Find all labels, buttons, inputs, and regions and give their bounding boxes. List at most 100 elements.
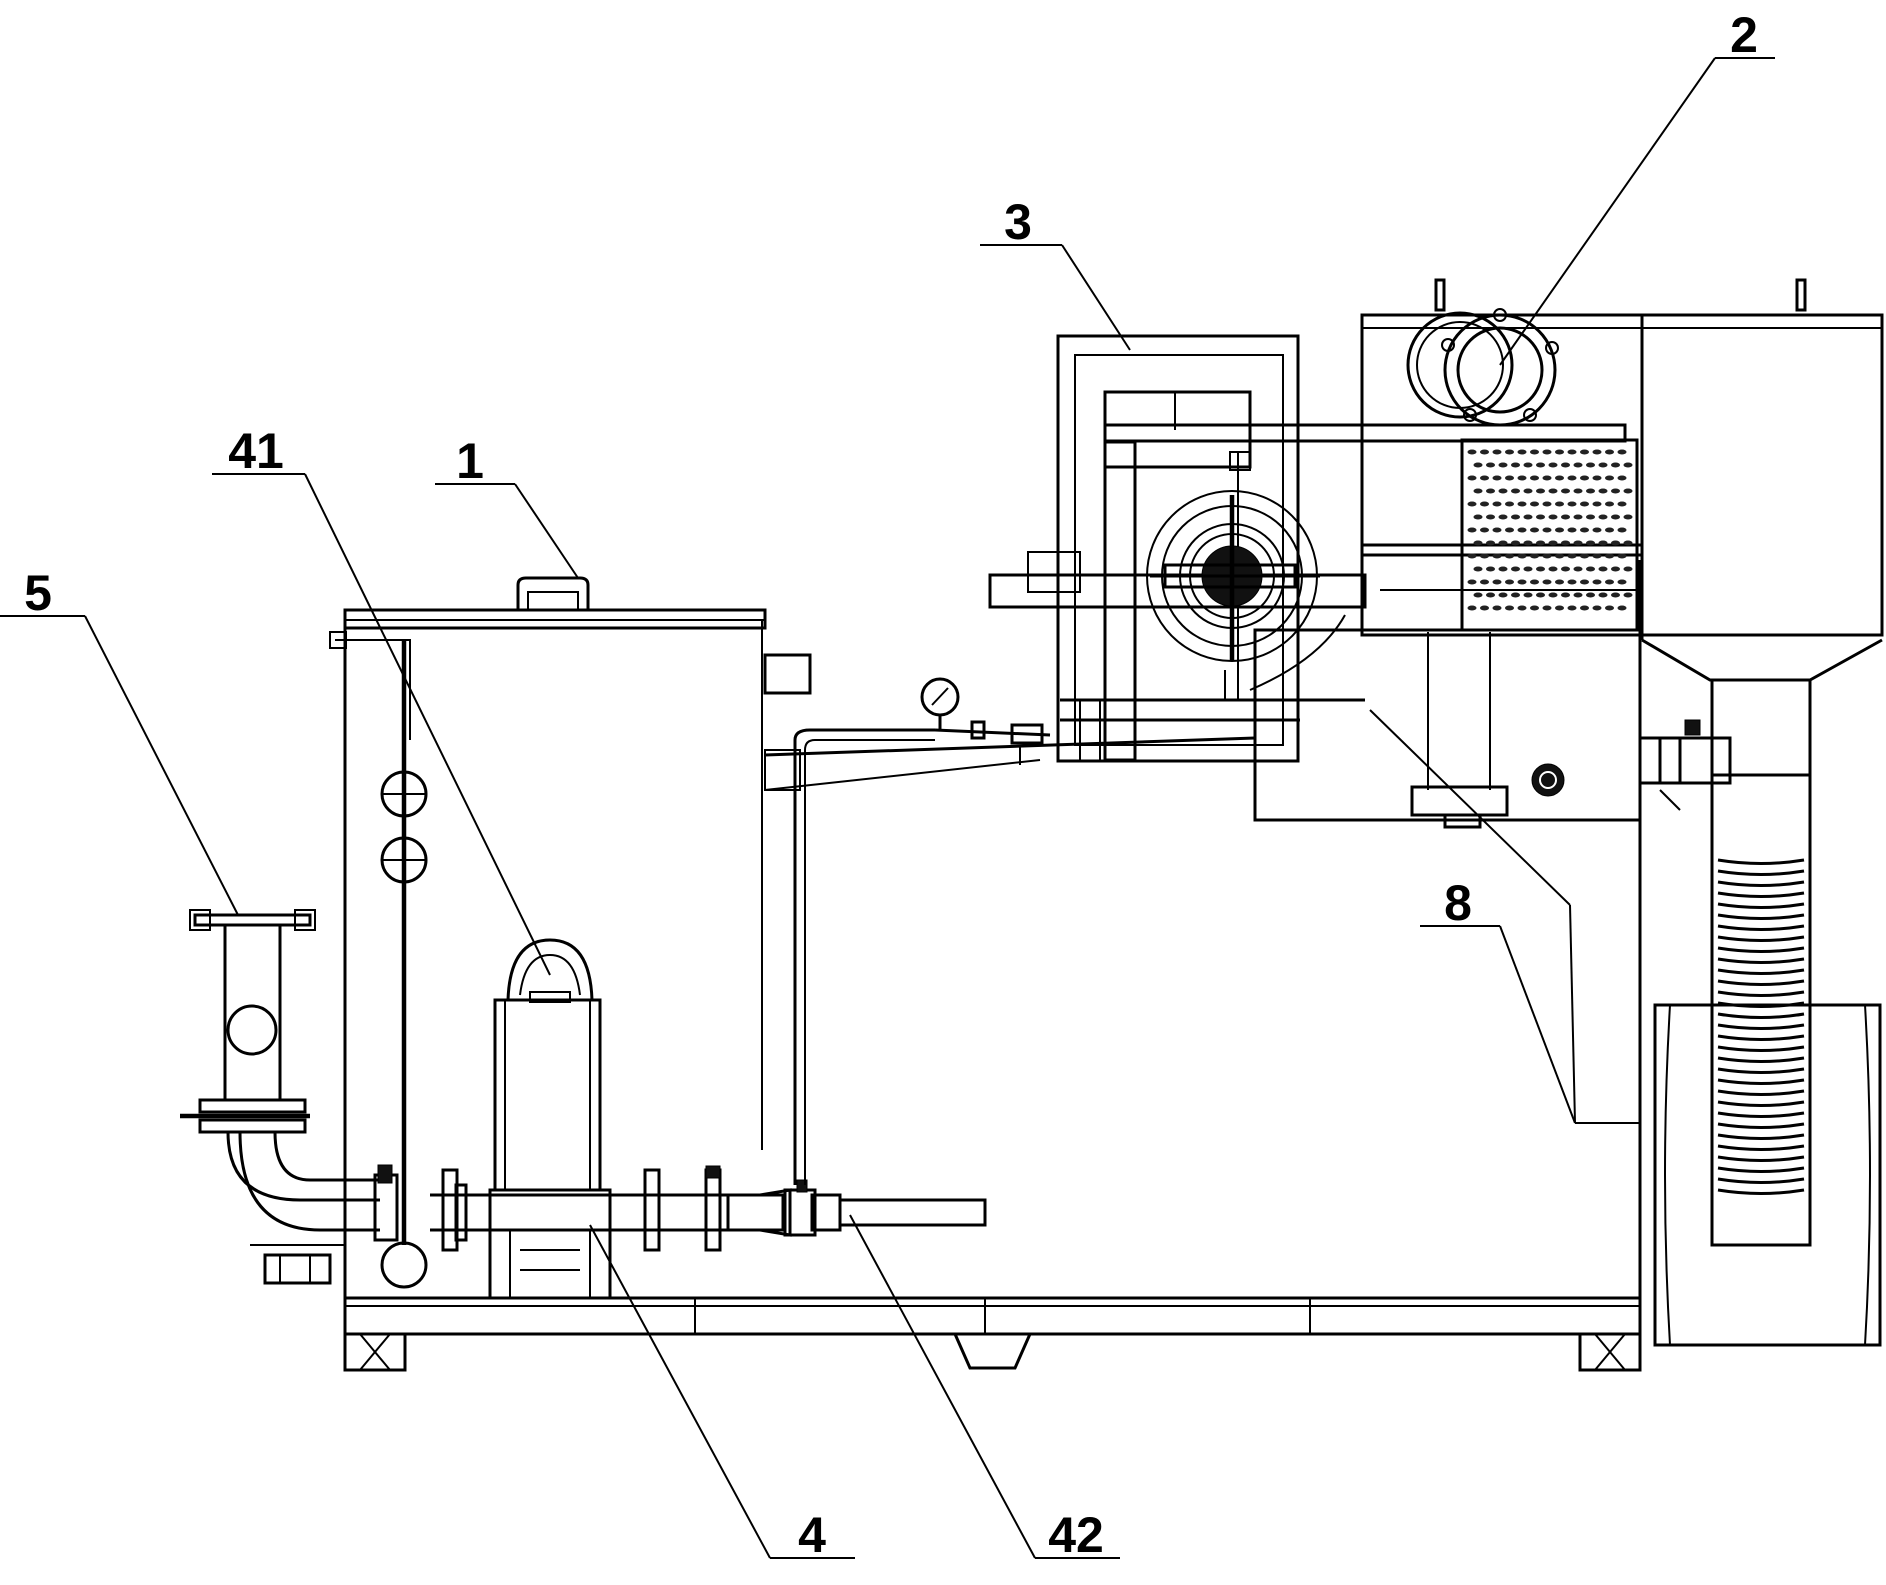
float-level-switch <box>329 631 428 1289</box>
perforation-hole <box>1517 553 1527 559</box>
filter-screen <box>1467 449 1633 611</box>
coil-turn <box>1717 1133 1805 1140</box>
perforation-hole <box>1473 566 1483 572</box>
perforation-hole <box>1536 540 1545 546</box>
coil-turn <box>1717 946 1805 953</box>
coil-turn <box>1717 913 1805 920</box>
coil-turn <box>1717 1122 1805 1129</box>
perforation-hole <box>1567 527 1577 533</box>
perforation-hole <box>1542 527 1552 533</box>
perforation-hole <box>1523 462 1533 468</box>
perforation-hole <box>1605 475 1614 481</box>
perforation-hole <box>1561 540 1570 546</box>
submersible-pump <box>488 938 612 1300</box>
callout-label-5: 5 <box>24 565 52 621</box>
perforation-hole <box>1548 462 1558 468</box>
perforation-hole <box>1511 514 1520 520</box>
discharge-column <box>1638 638 1883 1347</box>
perforation-hole <box>1505 449 1514 455</box>
perforation-hole <box>1580 605 1589 611</box>
perforation-hole <box>1473 514 1483 520</box>
coil-turn <box>1717 1089 1805 1096</box>
perforation-hole <box>1598 540 1608 546</box>
coil-turn <box>1717 880 1805 887</box>
perforation-hole <box>1598 566 1608 572</box>
perforation-hole <box>1555 579 1564 585</box>
perforation-hole <box>1592 501 1602 507</box>
coil-turn <box>1717 1056 1805 1063</box>
perforation-hole <box>1486 566 1495 572</box>
pressure-line <box>793 677 1051 1185</box>
perforation-hole <box>1605 527 1614 533</box>
coil-turn <box>1717 1012 1805 1019</box>
coil-turn <box>1717 1078 1805 1085</box>
filter-unit <box>1360 278 1884 640</box>
perforation-hole <box>1517 449 1527 455</box>
coil-turn <box>1717 1100 1805 1107</box>
perforation-hole <box>1511 592 1520 598</box>
perforation-hole <box>1542 605 1552 611</box>
perforation-hole <box>1523 592 1533 598</box>
perforation-hole <box>1467 579 1477 585</box>
base-frame <box>343 1296 1642 1372</box>
perforation-hole <box>1623 540 1633 546</box>
coil-turn <box>1717 1045 1805 1052</box>
perforation-hole <box>1542 475 1552 481</box>
perforation-hole <box>1605 449 1614 455</box>
perforation-hole <box>1542 449 1552 455</box>
perforation-hole <box>1548 566 1558 572</box>
callout-label-1: 1 <box>456 433 484 489</box>
perforation-hole <box>1623 514 1633 520</box>
perforation-hole <box>1611 514 1620 520</box>
perforation-hole <box>1492 579 1502 585</box>
perforation-hole <box>1530 605 1539 611</box>
perforation-hole <box>1467 527 1477 533</box>
perforation-hole <box>1586 592 1595 598</box>
callout-label-41: 41 <box>228 423 284 479</box>
callout-labels: 1 2 3 4 5 8 41 42 <box>24 7 1758 1563</box>
perforation-hole <box>1473 462 1483 468</box>
perforation-hole <box>1505 553 1514 559</box>
perforation-hole <box>1536 462 1545 468</box>
perforation-hole <box>1486 462 1495 468</box>
perforation-hole <box>1586 514 1595 520</box>
perforation-hole <box>1573 592 1583 598</box>
coil-turn <box>1717 1166 1805 1173</box>
perforation-hole <box>1555 501 1564 507</box>
perforation-hole <box>1617 501 1627 507</box>
perforation-hole <box>1505 579 1514 585</box>
perforation-hole <box>1517 605 1527 611</box>
perforation-hole <box>1580 579 1589 585</box>
perforation-hole <box>1611 462 1620 468</box>
perforation-hole <box>1480 553 1489 559</box>
perforation-hole <box>1492 527 1502 533</box>
perforation-hole <box>1580 553 1589 559</box>
perforation-hole <box>1623 488 1633 494</box>
coil-turn <box>1717 869 1805 876</box>
coil-turn <box>1717 979 1805 986</box>
perforation-hole <box>1561 592 1570 598</box>
perforation-hole <box>1505 501 1514 507</box>
perforation-hole <box>1480 527 1489 533</box>
perforation-hole <box>1492 449 1502 455</box>
inlet-pipe <box>180 909 399 1285</box>
perforation-hole <box>1523 566 1533 572</box>
perforation-hole <box>1611 540 1620 546</box>
callout-label-4: 4 <box>798 1507 826 1563</box>
water-tank <box>343 576 812 791</box>
perforation-hole <box>1548 592 1558 598</box>
perforation-hole <box>1536 592 1545 598</box>
perforation-hole <box>1542 579 1552 585</box>
coil-turn <box>1717 1144 1805 1151</box>
perforation-hole <box>1517 579 1527 585</box>
perforation-hole <box>1605 553 1614 559</box>
perforation-hole <box>1611 488 1620 494</box>
perforation-hole <box>1555 449 1564 455</box>
coil-turn <box>1717 1023 1805 1030</box>
perforation-hole <box>1561 566 1570 572</box>
perforation-hole <box>1573 566 1583 572</box>
callout-label-3: 3 <box>1004 194 1032 250</box>
perforation-hole <box>1486 514 1495 520</box>
perforation-hole <box>1473 488 1483 494</box>
perforation-hole <box>1536 488 1545 494</box>
